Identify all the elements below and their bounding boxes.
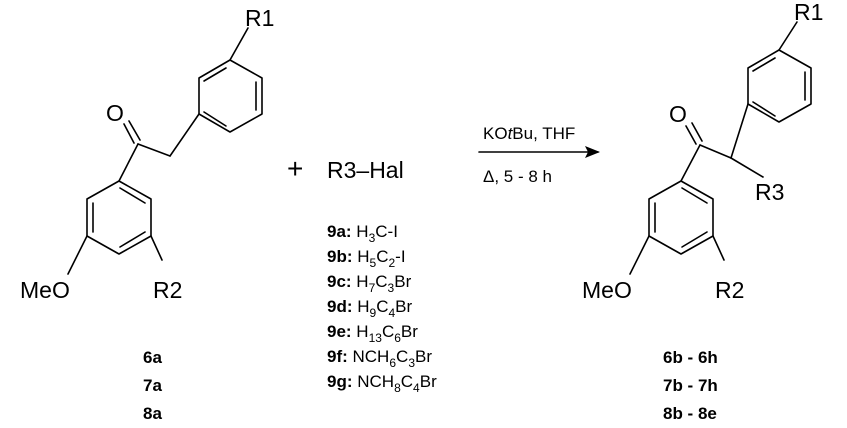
formula-subscript: 4 [413,381,420,395]
formula-text: C-I [375,222,398,241]
right-carbonyl-oxygen-label: O [669,101,687,127]
left-r1-label: R1 [245,5,274,31]
formula-subscript: 9 [370,306,377,320]
formula-subscript: 3 [388,281,395,295]
left-r2-label: R2 [153,277,182,303]
alkyl-halide-id: 9f: [327,347,353,366]
formula-text: Br [415,347,432,366]
formula-subscript: 2 [388,256,395,270]
alkyl-halide-id: 9d: [327,297,357,316]
alkyl-halide-id: 9g: [327,372,357,391]
right-r3-label: R3 [755,179,784,205]
formula-text: H [357,297,369,316]
right-top-phenyl-ring [747,21,812,123]
formula-text: H [357,247,369,266]
alkyl-halide-entry: 9d: H9C4Br [327,297,413,320]
alkyl-halide-entry: 9g: NCH8C4Br [327,372,437,395]
left-bottom-aryl-ring [67,180,163,275]
formula-subscript: 3 [408,356,415,370]
base-suffix: Bu, THF [512,124,575,143]
formula-subscript: 7 [369,281,376,295]
formula-text: Br [420,372,437,391]
formula-text: C [376,247,388,266]
reaction-arrow [478,146,600,158]
base-italic-t: t [508,124,514,143]
formula-text: C [375,272,387,291]
compound-number: 7b - 7h [663,376,718,395]
formula-text: C [376,297,388,316]
alkyl-halide-id: 9a: [327,222,356,241]
starting-ketone-structure: R1 O MeO R2 [20,5,274,303]
right-r2-label: R2 [715,277,744,303]
right-bottom-aryl-ring [629,180,725,275]
reaction-time: , 5 - 8 h [494,167,552,186]
formula-text: -I [395,247,405,266]
formula-text: H [356,272,368,291]
left-carbonyl-oxygen-label: O [106,100,124,126]
right-methoxy-label: MeO [582,277,632,303]
formula-text: C [382,322,394,341]
left-methoxy-label: MeO [20,277,70,303]
alkyl-halide-entry: 9a: H3C-I [327,222,398,245]
reaction-base-solvent: KOtBu, THF [483,124,575,143]
formula-subscript: 8 [394,381,401,395]
formula-subscript: 4 [388,306,395,320]
heat-symbol: Δ [483,167,494,186]
formula-text: C [401,372,413,391]
alkyl-halide-id: 9e: [327,322,356,341]
formula-subscript: 6 [394,331,401,345]
formula-text: NCH [353,347,390,366]
left-top-phenyl-ring [198,27,263,133]
formula-subscript: 6 [389,356,396,370]
formula-text: Br [401,322,418,341]
right-ketone-chain [680,103,764,182]
alkyl-halide-id: 9c: [327,272,356,291]
reagent-formula: R3–Hal [327,157,404,183]
formula-text: Br [394,272,411,291]
compound-number: 6a [143,348,162,367]
formula-subscript: 13 [369,331,383,345]
product-ketone-structure: R1 O R3 MeO R2 [582,0,823,303]
compound-number: 8b - 8e [663,404,717,423]
starting-compound-numbers: 6a 7a 8a [143,348,162,423]
compound-number: 7a [143,376,162,395]
formula-subscript: 5 [370,256,377,270]
plus-sign: + [287,153,303,184]
right-r1-label: R1 [794,0,823,25]
formula-text: Br [395,297,412,316]
alkyl-halide-entry: 9b: H5C2-I [327,247,406,270]
formula-text: C [396,347,408,366]
compound-number: 6b - 6h [663,348,718,367]
base-prefix: KO [483,124,508,143]
alkyl-halide-id: 9b: [327,247,357,266]
left-ketone-chain [118,113,200,182]
compound-number: 8a [143,404,162,423]
formula-text: H [356,322,368,341]
reaction-heat-time: Δ, 5 - 8 h [483,167,552,186]
alkyl-halide-entry: 9f: NCH6C3Br [327,347,432,370]
formula-text: H [356,222,368,241]
alkyl-halide-entry: 9e: H13C6Br [327,322,418,345]
product-compound-numbers: 6b - 6h 7b - 7h 8b - 8e [663,348,718,423]
alkyl-halide-entry: 9c: H7C3Br [327,272,412,295]
formula-text: NCH [357,372,394,391]
formula-subscript: 3 [369,231,376,245]
